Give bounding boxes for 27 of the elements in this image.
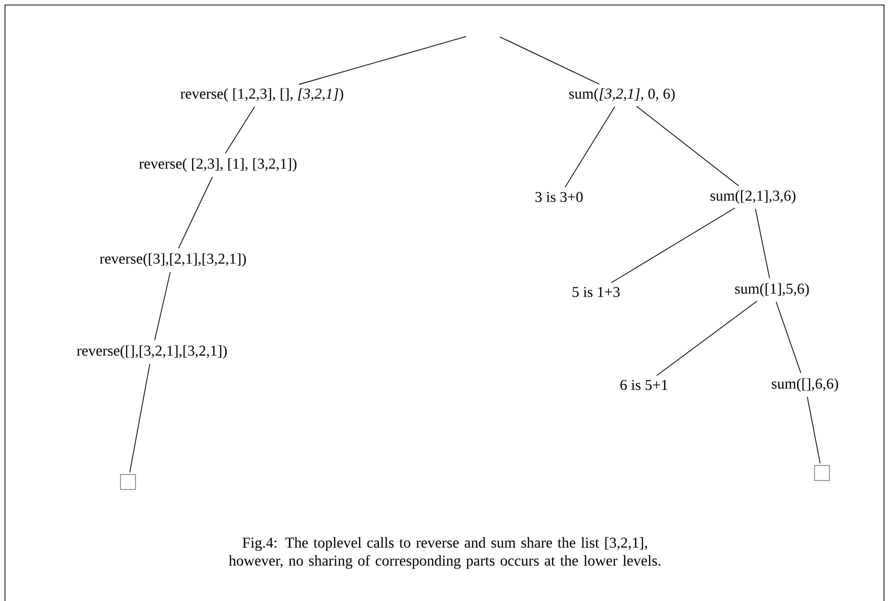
- call-text: sum([2,1],3,6): [710, 190, 796, 204]
- call-text: reverse( [2,3], [1], [3,2,1]): [139, 158, 296, 172]
- tree-line: [154, 272, 171, 340]
- tree-line: [298, 36, 466, 85]
- tree-line: [776, 301, 802, 374]
- tree-line: [499, 36, 600, 85]
- call-text: sum([1],5,6): [735, 283, 809, 297]
- call-text: reverse([3],[2,1],[3,2,1]): [100, 253, 246, 267]
- caption: Fig.4: The toplevel calls to reverse and sum share the list [3,2,1], however, no sharing of corresponding parts occurs at the lower levels.: [228, 537, 660, 569]
- call-text: 6 is 5+1: [620, 380, 668, 390]
- call-text: sum([],6,6): [772, 378, 838, 392]
- empty-box: [814, 465, 830, 481]
- tree-line: [755, 208, 770, 278]
- tree-line: [224, 106, 256, 154]
- tree-line: [178, 176, 213, 249]
- call-text: 5 is 1+3: [572, 286, 620, 298]
- tree-line: [610, 208, 736, 284]
- call-text: reverse( [1,2,3], [], [3,2,1]): [180, 88, 344, 102]
- tree-line: [564, 106, 616, 188]
- call-text: sum([3,2,1], 0, 6): [569, 88, 675, 102]
- empty-box: [120, 474, 136, 490]
- tree-line: [636, 106, 739, 186]
- tree-line: [656, 300, 758, 376]
- tree-line: [129, 364, 150, 473]
- call-text: 3 is 3+0: [536, 192, 583, 202]
- call-text: reverse([],[3,2,1],[3,2,1]): [76, 345, 227, 359]
- tree-line: [806, 396, 821, 464]
